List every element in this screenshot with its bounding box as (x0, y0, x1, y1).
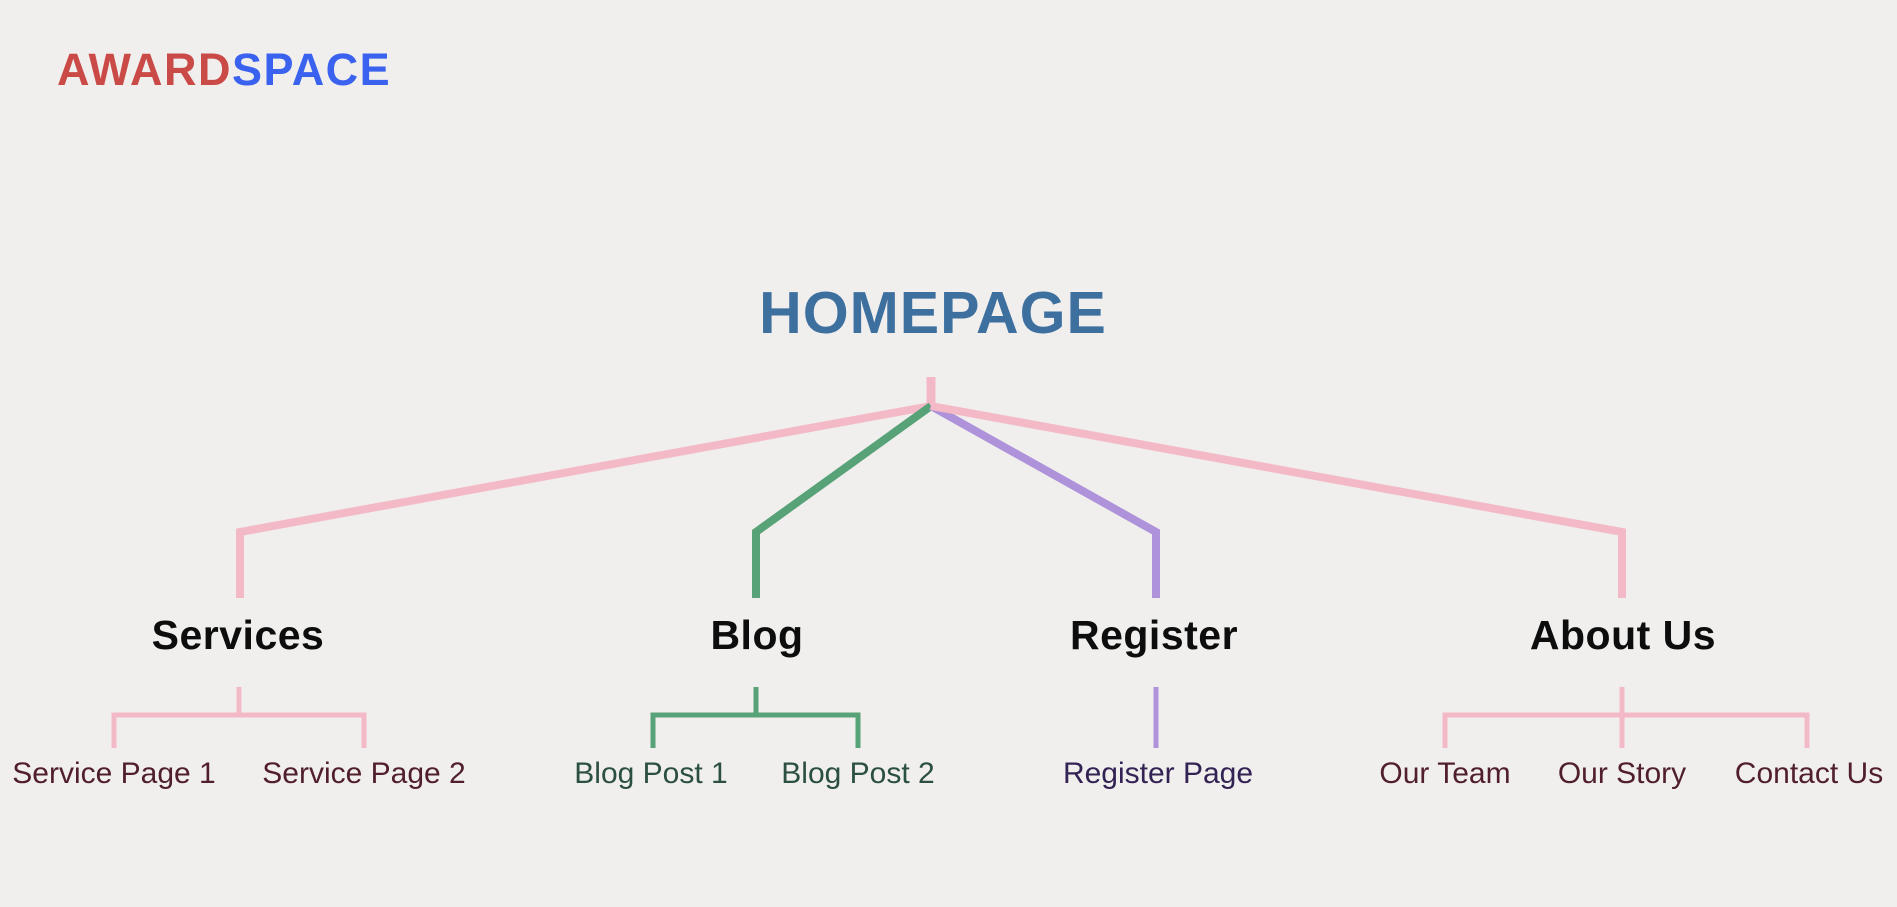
branch-line-services (236, 402, 932, 598)
child-label-blog-post-2: Blog Post 2 (781, 757, 935, 790)
blog-connector (650, 712, 861, 748)
section-title-services: Services (151, 612, 325, 658)
branch-line-register (929, 402, 1160, 598)
section-title-register: Register (1069, 612, 1239, 658)
homepage-root-label: HOMEPAGE (759, 280, 1107, 346)
branch-line-about-us (930, 402, 1626, 598)
child-label-contact-us: Contact Us (1734, 757, 1884, 790)
child-label-blog-post-1: Blog Post 1 (574, 757, 728, 790)
section-title-about-us: About Us (1529, 612, 1717, 658)
branch-line-blog (752, 402, 934, 598)
awardspace-logo: AWARDSPACE (57, 46, 391, 93)
logo-award-text: AWARD (57, 44, 232, 95)
child-label-our-story: Our Story (1557, 757, 1687, 790)
section-title-blog: Blog (710, 612, 804, 658)
child-label-our-team: Our Team (1379, 757, 1511, 790)
about-us-connector (1442, 712, 1810, 748)
logo-space-text: SPACE (232, 44, 392, 95)
child-label-service-page-2: Service Page 2 (262, 757, 466, 790)
services-connector (111, 712, 367, 748)
child-label-register-page: Register Page (1062, 757, 1254, 790)
child-label-service-page-1: Service Page 1 (12, 757, 216, 790)
